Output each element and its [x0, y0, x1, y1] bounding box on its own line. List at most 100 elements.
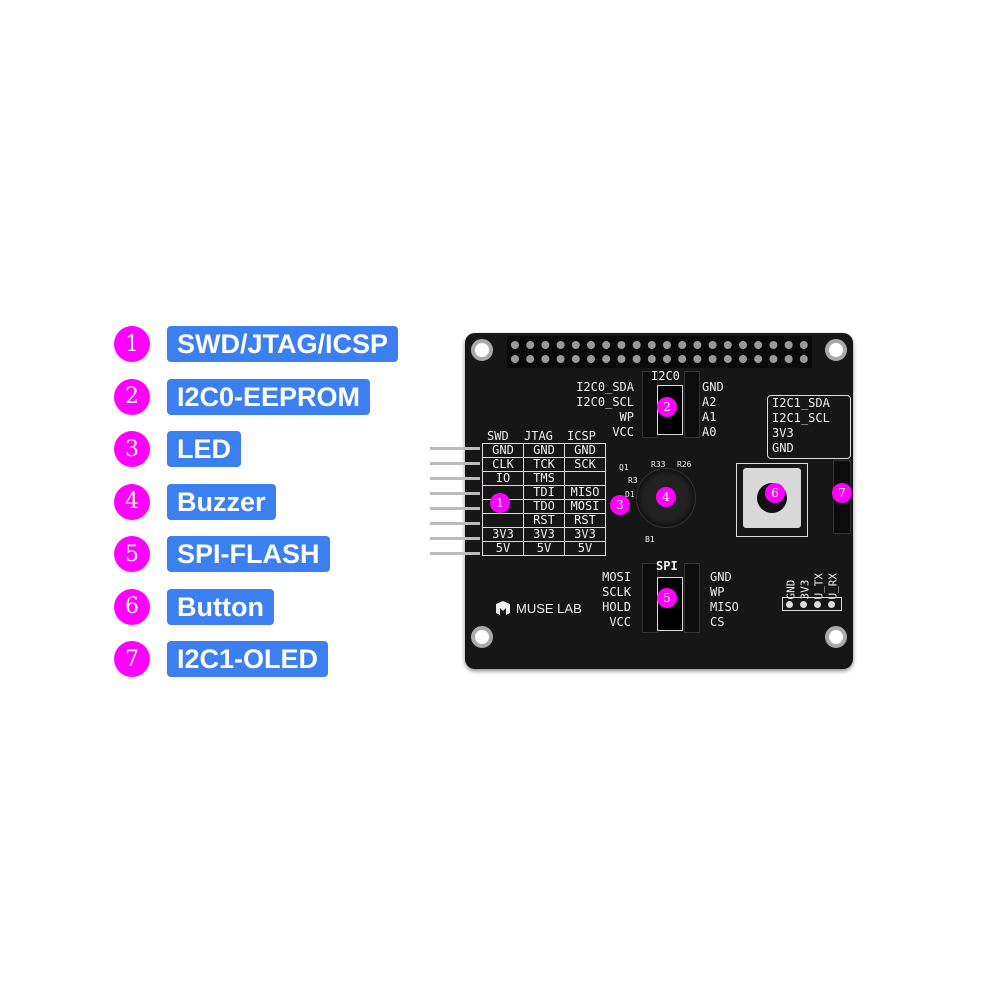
col-header-jtag: JTAG [524, 429, 553, 443]
pin-label: A2 [702, 395, 717, 409]
uart-pin-label: GND [784, 579, 798, 600]
gpio-header-body [507, 336, 812, 368]
label-b1: B1 [645, 535, 655, 544]
gpio-pin [663, 341, 671, 349]
gpio-pin [754, 341, 763, 349]
uart-pin [814, 601, 821, 608]
col-header-icsp: ICSP [567, 429, 596, 443]
pinout-cell [564, 471, 606, 486]
pin-label: GND [772, 441, 794, 455]
gpio-pin [541, 355, 550, 363]
label-d1: D1 [625, 490, 635, 499]
gpio-pin [739, 341, 747, 349]
logo-text: MUSE LAB [516, 600, 582, 616]
gpio-pin [571, 341, 580, 349]
pinout-cell: GND [564, 443, 606, 458]
gpio-pin [678, 355, 687, 363]
gpio-pin [799, 341, 808, 349]
gpio-pin [526, 355, 535, 363]
pin-label: WP [619, 410, 634, 424]
marker-5: 5 [657, 588, 677, 608]
pin-label: I2C1_SDA [772, 396, 830, 410]
gpio-pin [693, 355, 702, 363]
pinout-cell: 3V3 [523, 527, 565, 542]
gpio-pin [556, 341, 565, 349]
pin-label: CS [710, 615, 725, 629]
gpio-pin [632, 355, 641, 363]
pinout-cell: TDO [523, 499, 565, 514]
mounting-hole [471, 339, 493, 361]
gpio-pin [678, 341, 687, 349]
uart-header [782, 597, 842, 611]
legend-marker: 5 [114, 536, 150, 572]
gpio-pin [511, 355, 519, 363]
marker-2: 2 [657, 397, 677, 417]
pinout-cell: TMS [523, 471, 565, 486]
gpio-pin [617, 355, 626, 363]
uart-pin [786, 601, 793, 608]
pin-label: A1 [702, 410, 717, 424]
gpio-pin [632, 341, 641, 349]
marker-3: 3 [610, 495, 630, 515]
gpio-pin [647, 341, 656, 349]
pinout-cell: GND [482, 443, 524, 458]
pin-label: A0 [702, 425, 717, 439]
pin-label: WP [710, 585, 725, 599]
i2c1-label-box [767, 395, 851, 459]
header-pin [430, 552, 480, 555]
gpio-pin [769, 341, 778, 349]
pinout-cell: 5V [523, 541, 565, 556]
label-r3: R3 [628, 476, 638, 485]
pin-label: I2C0_SDA [576, 380, 634, 394]
gpio-pin [526, 341, 535, 349]
header-pin [430, 537, 480, 540]
gpio-pin [587, 355, 595, 363]
uart-pin-label: U_TX [812, 573, 826, 600]
gpio-pin [587, 341, 595, 349]
uart-pin [800, 601, 807, 608]
label-r26: R26 [677, 460, 692, 469]
pinout-cell [482, 513, 524, 528]
mounting-hole [825, 339, 847, 361]
pinout-cell: MISO [564, 485, 606, 500]
pinout-cell: 5V [564, 541, 606, 556]
pinout-cell: RST [523, 513, 565, 528]
gpio-pin [784, 355, 793, 363]
gpio-pin [708, 341, 717, 349]
pin-label: I2C1_SCL [772, 411, 830, 425]
gpio-pin [602, 341, 611, 349]
header-pin [430, 477, 480, 480]
pin-label: MISO [710, 600, 739, 614]
pinout-cell: CLK [482, 457, 524, 472]
pinout-cell: GND [523, 443, 565, 458]
uart-pin-label: 3V3 [798, 579, 812, 600]
pinout-cell: 3V3 [482, 527, 524, 542]
legend-marker: 4 [114, 483, 150, 520]
gpio-pin [541, 341, 550, 349]
gpio-pin [784, 341, 793, 349]
pinout-cell: TCK [523, 457, 565, 472]
pin-label: GND [710, 570, 732, 584]
legend-marker: 6 [114, 588, 150, 625]
pinout-cell: 3V3 [564, 527, 606, 542]
pin-label: GND [702, 380, 724, 394]
pinout-cell: RST [564, 513, 606, 528]
gpio-pin [571, 355, 580, 363]
legend-label: SPI-FLASH [167, 536, 330, 572]
pinout-cell: SCK [564, 457, 606, 472]
mounting-hole [471, 626, 493, 648]
legend-label: Button [167, 588, 274, 625]
legend-marker: 3 [114, 431, 150, 467]
pin-label: VCC [609, 615, 631, 629]
gpio-pin [769, 355, 778, 363]
pin-label: SCLK [602, 585, 631, 599]
